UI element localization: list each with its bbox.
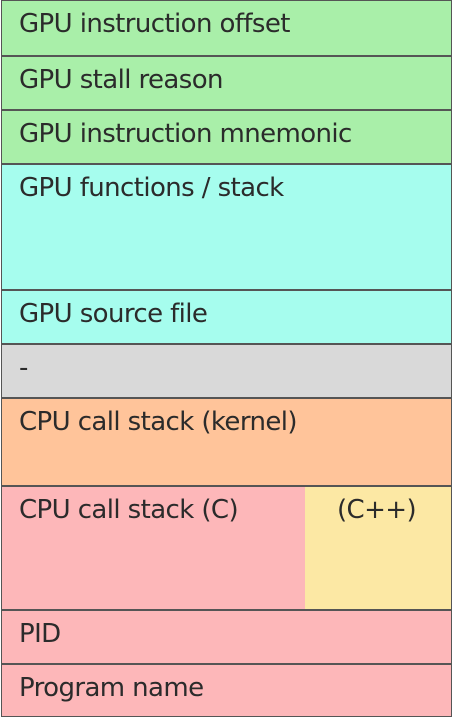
cpu-call-stack-cpp-cell: (C++): [305, 487, 451, 609]
row-gpu-instruction-mnemonic: GPU instruction mnemonic: [2, 111, 451, 165]
program-name-label: Program name: [19, 673, 204, 703]
gpu-instruction-mnemonic-label: GPU instruction mnemonic: [19, 119, 352, 149]
cpu-call-stack-cpp-label: (C++): [337, 495, 417, 525]
cpu-call-stack-c-cell: CPU call stack (C): [2, 487, 305, 609]
row-program-name: Program name: [2, 665, 451, 716]
row-pid: PID: [2, 611, 451, 665]
cpu-call-stack-c-label: CPU call stack (C): [19, 495, 239, 525]
gpu-stall-reason-label: GPU stall reason: [19, 65, 223, 95]
row-cpu-call-stack: CPU call stack (C) (C++): [2, 487, 451, 611]
row-separator: -: [2, 345, 451, 399]
separator-label: -: [19, 353, 28, 383]
row-gpu-functions-stack: GPU functions / stack: [2, 165, 451, 291]
row-cpu-call-stack-kernel: CPU call stack (kernel): [2, 399, 451, 487]
row-gpu-instruction-offset: GPU instruction offset: [2, 1, 451, 57]
gpu-functions-stack-label: GPU functions / stack: [19, 173, 284, 203]
pid-label: PID: [19, 619, 61, 649]
cpu-call-stack-kernel-label: CPU call stack (kernel): [19, 407, 298, 437]
gpu-source-file-label: GPU source file: [19, 299, 208, 329]
gpu-instruction-offset-label: GPU instruction offset: [19, 9, 290, 39]
row-gpu-source-file: GPU source file: [2, 291, 451, 345]
row-gpu-stall-reason: GPU stall reason: [2, 57, 451, 111]
